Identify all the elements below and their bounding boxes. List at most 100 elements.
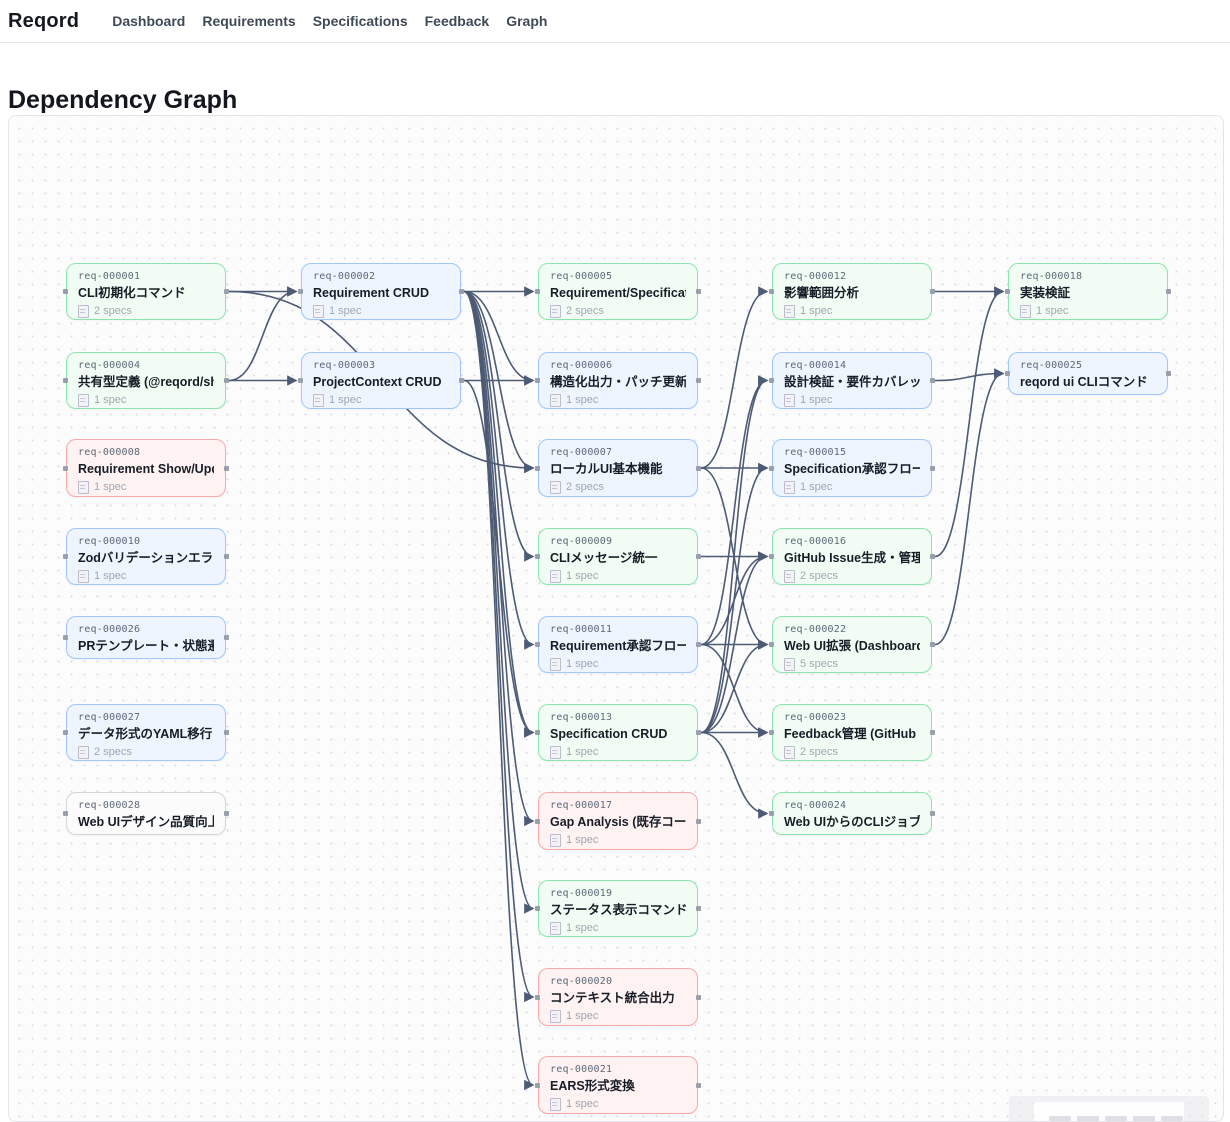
graph-node[interactable]: req-000010Zodバリデーションエラー詳細表示1 spec: [63, 528, 229, 585]
source-handle[interactable]: [930, 465, 935, 471]
target-handle[interactable]: [63, 635, 68, 640]
node-title: Gap Analysis (既存コード差分...: [550, 815, 686, 829]
nav-item-requirements[interactable]: Requirements: [202, 13, 296, 29]
target-handle[interactable]: [535, 906, 540, 911]
source-handle[interactable]: [1166, 371, 1171, 376]
target-handle[interactable]: [769, 289, 774, 294]
nav-item-feedback[interactable]: Feedback: [424, 13, 490, 29]
target-handle[interactable]: [535, 554, 540, 559]
target-handle[interactable]: [63, 730, 68, 735]
target-handle[interactable]: [1005, 371, 1010, 376]
target-handle[interactable]: [63, 378, 68, 383]
source-handle[interactable]: [459, 378, 464, 383]
target-handle[interactable]: [535, 465, 540, 471]
source-handle[interactable]: [930, 730, 935, 735]
source-handle[interactable]: [224, 289, 229, 294]
source-handle[interactable]: [696, 465, 701, 471]
source-handle[interactable]: [930, 554, 935, 559]
source-handle[interactable]: [696, 906, 701, 911]
target-handle[interactable]: [63, 554, 68, 559]
graph-node[interactable]: req-000005Requirement/Specification/パ...…: [535, 263, 701, 320]
target-handle[interactable]: [535, 994, 540, 1000]
source-handle[interactable]: [696, 994, 701, 1000]
source-handle[interactable]: [459, 289, 464, 294]
source-handle[interactable]: [224, 465, 229, 471]
source-handle[interactable]: [696, 289, 701, 294]
node-title: ステータス表示コマンド: [550, 903, 686, 917]
source-handle[interactable]: [930, 642, 935, 647]
source-handle[interactable]: [696, 554, 701, 559]
target-handle[interactable]: [63, 811, 68, 816]
target-handle[interactable]: [298, 289, 303, 294]
document-icon: [78, 481, 89, 494]
target-handle[interactable]: [535, 730, 540, 735]
graph-node[interactable]: req-000026PRテンプレート・状態遷移ワーク...: [63, 616, 229, 659]
node-req-id: req-000025: [1020, 360, 1083, 371]
document-icon: [550, 1010, 561, 1023]
target-handle[interactable]: [769, 811, 774, 816]
source-handle[interactable]: [224, 378, 229, 383]
source-handle[interactable]: [696, 818, 701, 824]
target-handle[interactable]: [769, 465, 774, 471]
target-handle[interactable]: [535, 378, 540, 383]
source-handle[interactable]: [696, 730, 701, 735]
target-handle[interactable]: [63, 289, 68, 294]
nav-item-graph[interactable]: Graph: [506, 13, 548, 29]
source-handle[interactable]: [224, 730, 229, 735]
target-handle[interactable]: [769, 554, 774, 559]
target-handle[interactable]: [1005, 289, 1010, 294]
source-handle[interactable]: [696, 1082, 701, 1088]
source-handle[interactable]: [224, 635, 229, 640]
target-handle[interactable]: [63, 465, 68, 471]
target-handle[interactable]: [535, 818, 540, 824]
nav-item-dashboard[interactable]: Dashboard: [112, 13, 186, 29]
source-handle[interactable]: [224, 811, 229, 816]
document-icon: [784, 658, 795, 671]
app-logo[interactable]: Reqord: [8, 9, 80, 32]
source-handle[interactable]: [1166, 289, 1171, 294]
target-handle[interactable]: [769, 730, 774, 735]
target-handle[interactable]: [535, 642, 540, 647]
minimap[interactable]: [1009, 1096, 1209, 1121]
target-handle[interactable]: [769, 642, 774, 647]
source-handle[interactable]: [696, 642, 701, 647]
target-handle[interactable]: [769, 378, 774, 383]
nav-item-specifications[interactable]: Specifications: [312, 13, 408, 29]
source-handle[interactable]: [930, 811, 935, 816]
node-spec-count: 2 specs: [78, 305, 214, 318]
target-handle[interactable]: [535, 289, 540, 294]
source-handle[interactable]: [930, 289, 935, 294]
target-handle[interactable]: [298, 378, 303, 383]
source-handle[interactable]: [696, 378, 701, 383]
target-handle[interactable]: [535, 1082, 540, 1088]
source-handle[interactable]: [930, 378, 935, 383]
source-handle[interactable]: [224, 554, 229, 559]
node-spec-count: 1 spec: [1020, 305, 1156, 318]
